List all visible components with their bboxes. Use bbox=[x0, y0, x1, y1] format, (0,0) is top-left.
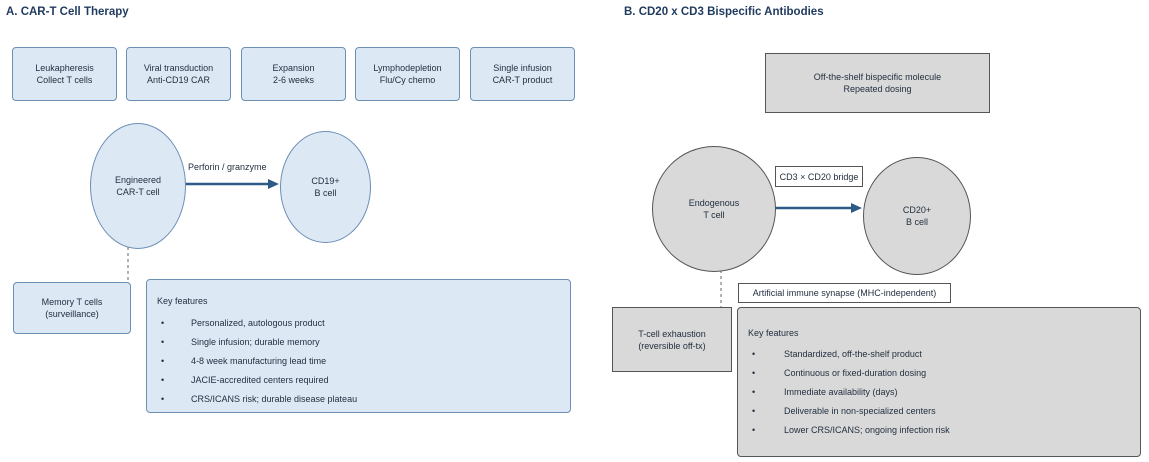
memory-t-cells-label: Memory T cells bbox=[41, 297, 103, 307]
t-cell-exhaustion-box: T-cell exhaustion (reversible off-tx) bbox=[612, 307, 732, 372]
car-t-kill-arrowhead bbox=[268, 179, 279, 189]
feature-item: 4-8 week manufacturing lead time bbox=[157, 355, 570, 374]
step-sublabel: 2-6 weeks bbox=[272, 75, 315, 85]
feature-item: Personalized, autologous product bbox=[157, 317, 570, 336]
feature-item: Standardized, off-the-shelf product bbox=[748, 348, 1140, 367]
artificial-synapse-label: Artificial immune synapse (MHC-independe… bbox=[738, 283, 951, 303]
memory-t-cells-sublabel: (surveillance) bbox=[45, 309, 99, 319]
cd20-b-cell-label: CD20+ bbox=[902, 205, 932, 215]
feature-item: CRS/ICANS risk; durable disease plateau bbox=[157, 393, 570, 412]
bispecific-molecule-box: Off-the-shelf bispecific molecule Repeat… bbox=[765, 53, 990, 113]
step-label: Expansion bbox=[272, 63, 315, 73]
step-sublabel: CAR-T product bbox=[492, 75, 553, 85]
car-t-features-title: Key features bbox=[157, 296, 208, 306]
endogenous-t-cell-ellipse: Endogenous T cell bbox=[652, 146, 776, 272]
cd19-b-cell-label: CD19+ bbox=[311, 176, 340, 186]
bispecific-molecule-sublabel: Repeated dosing bbox=[843, 84, 912, 94]
step-single-infusion: Single infusion CAR-T product bbox=[470, 47, 575, 101]
feature-item: JACIE-accredited centers required bbox=[157, 374, 570, 393]
bispecific-molecule-label: Off-the-shelf bispecific molecule bbox=[813, 72, 942, 82]
synapse-label-text: Artificial immune synapse (MHC-independe… bbox=[752, 288, 937, 298]
step-label: Leukapheresis bbox=[35, 63, 94, 73]
step-expansion: Expansion 2-6 weeks bbox=[241, 47, 346, 101]
step-sublabel: Collect T cells bbox=[36, 75, 93, 85]
step-sublabel: Anti-CD19 CAR bbox=[146, 75, 211, 85]
bispecific-key-features-box: Key features Standardized, off-the-shelf… bbox=[737, 307, 1141, 457]
t-cell-exhaustion-sublabel: (reversible off-tx) bbox=[638, 340, 706, 351]
endogenous-t-cell-label: Endogenous bbox=[688, 198, 740, 208]
car-t-cell-sublabel: CAR-T cell bbox=[116, 187, 160, 197]
feature-item: Deliverable in non-specialized centers bbox=[748, 405, 1140, 424]
bispecific-bridge-arrowhead bbox=[851, 203, 862, 213]
cd19-b-cell-sublabel: B cell bbox=[314, 188, 337, 198]
cd19-b-cell-ellipse: CD19+ B cell bbox=[280, 131, 371, 243]
feature-item: Continuous or fixed-duration dosing bbox=[748, 367, 1140, 386]
panel-a-title: A. CAR-T Cell Therapy bbox=[6, 6, 129, 18]
panel-b-title: B. CD20 x CD3 Bispecific Antibodies bbox=[624, 6, 824, 18]
car-t-key-features-box: Key features Personalized, autologous pr… bbox=[146, 279, 571, 413]
step-sublabel: Flu/Cy chemo bbox=[379, 75, 436, 85]
car-t-features-list: Personalized, autologous product Single … bbox=[157, 317, 570, 412]
endogenous-t-cell-sublabel: T cell bbox=[703, 210, 725, 220]
cd20-b-cell-ellipse: CD20+ B cell bbox=[863, 157, 971, 275]
perforin-granzyme-label: Perforin / granzyme bbox=[188, 162, 267, 172]
memory-t-cells-box: Memory T cells (surveillance) bbox=[13, 282, 131, 334]
feature-item: Single infusion; durable memory bbox=[157, 336, 570, 355]
step-label: Viral transduction bbox=[143, 63, 214, 73]
t-cell-exhaustion-label: T-cell exhaustion bbox=[638, 328, 706, 339]
feature-item: Lower CRS/ICANS; ongoing infection risk bbox=[748, 424, 1140, 443]
car-t-cell-ellipse: Engineered CAR-T cell bbox=[90, 123, 186, 249]
step-lymphodepletion: Lymphodepletion Flu/Cy chemo bbox=[355, 47, 460, 101]
bispecific-features-list: Standardized, off-the-shelf product Cont… bbox=[748, 348, 1140, 443]
step-label: Single infusion bbox=[493, 63, 552, 73]
cd3-cd20-bridge-label: CD3 × CD20 bridge bbox=[775, 166, 863, 187]
bridge-label-text: CD3 × CD20 bridge bbox=[779, 171, 859, 182]
step-leukapheresis: Leukapheresis Collect T cells bbox=[12, 47, 117, 101]
car-t-cell-label: Engineered bbox=[114, 175, 162, 185]
bispecific-features-title: Key features bbox=[748, 328, 799, 338]
step-label: Lymphodepletion bbox=[373, 63, 442, 73]
step-viral-transduction: Viral transduction Anti-CD19 CAR bbox=[126, 47, 231, 101]
cd20-b-cell-sublabel: B cell bbox=[905, 217, 928, 227]
feature-item: Immediate availability (days) bbox=[748, 386, 1140, 405]
